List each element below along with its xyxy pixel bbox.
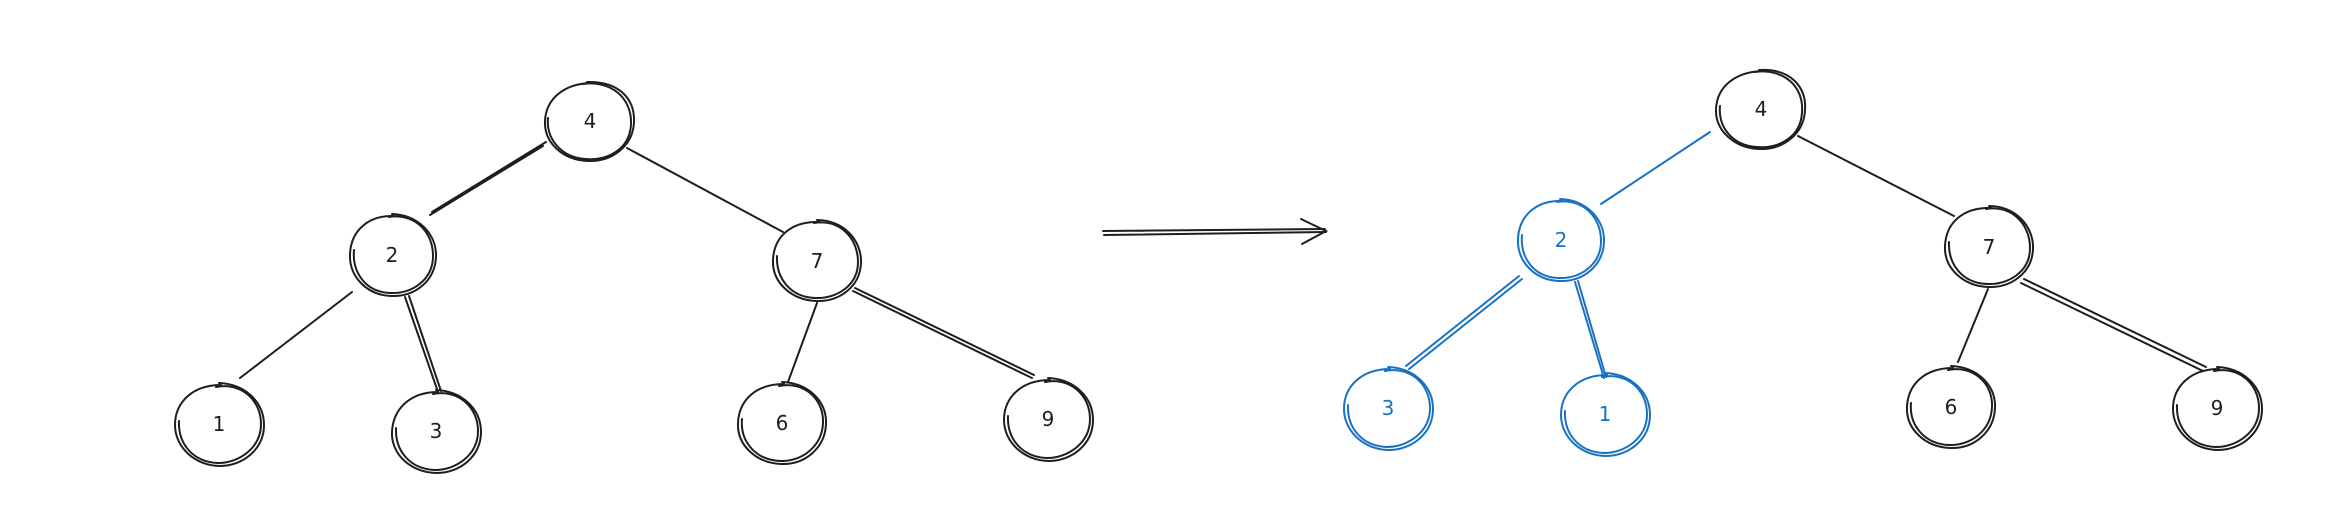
node-label: 3	[1382, 396, 1395, 420]
node-label: 3	[430, 419, 443, 443]
edge-root-right	[626, 147, 784, 233]
edge-root-right	[1797, 135, 1955, 217]
edge-left-leftleft	[239, 291, 353, 379]
tree-node: 3	[390, 389, 483, 475]
node-label: 2	[386, 243, 399, 267]
node-label: 1	[213, 412, 226, 436]
edge-right-rightright	[852, 287, 1035, 379]
node-label: 7	[811, 249, 824, 273]
tree-node: 6	[736, 381, 828, 466]
node-label: 1	[1599, 402, 1612, 426]
tree-node: 1	[173, 382, 266, 468]
node-label: 9	[2211, 396, 2224, 420]
tree-node-highlighted: 2	[1516, 198, 1606, 283]
node-label: 7	[1983, 235, 1996, 259]
tree-node: 7	[1943, 205, 2035, 289]
node-label: 4	[1755, 97, 1768, 121]
edge-root-left	[429, 141, 547, 216]
tree-node: 9	[2171, 366, 2264, 452]
edge-right-rightright	[2020, 278, 2207, 372]
node-label: 2	[1555, 228, 1568, 252]
tree-node: 9	[1002, 377, 1095, 463]
tree-node: 2	[348, 213, 438, 298]
tree-node: 6	[1905, 365, 1997, 450]
edge-right-rightleft	[787, 302, 818, 383]
tree-node: 7	[771, 219, 863, 303]
before-tree: 4 2 7 1 3 6 9	[173, 80, 1095, 475]
before-tree-edges	[239, 141, 1035, 393]
tree-node: 4	[1714, 68, 1807, 151]
tree-node: 4	[543, 80, 636, 163]
after-tree-edges	[1405, 131, 2207, 379]
node-label: 4	[584, 109, 597, 133]
edge-left-leftleft	[1405, 275, 1523, 370]
edge-left-leftright	[1574, 280, 1607, 379]
node-label: 6	[776, 411, 789, 435]
tree-node-highlighted: 3	[1342, 366, 1435, 452]
node-label: 9	[1042, 407, 1055, 431]
edge-left-leftright	[404, 295, 442, 393]
tree-node-highlighted: 1	[1559, 372, 1652, 458]
edge-root-left	[1600, 131, 1711, 205]
arrow-right-icon	[1102, 218, 1329, 245]
after-tree: 4 2 7 3 1 6 9	[1342, 68, 2264, 458]
edge-right-rightleft	[1957, 288, 1989, 363]
node-label: 6	[1945, 395, 1958, 419]
